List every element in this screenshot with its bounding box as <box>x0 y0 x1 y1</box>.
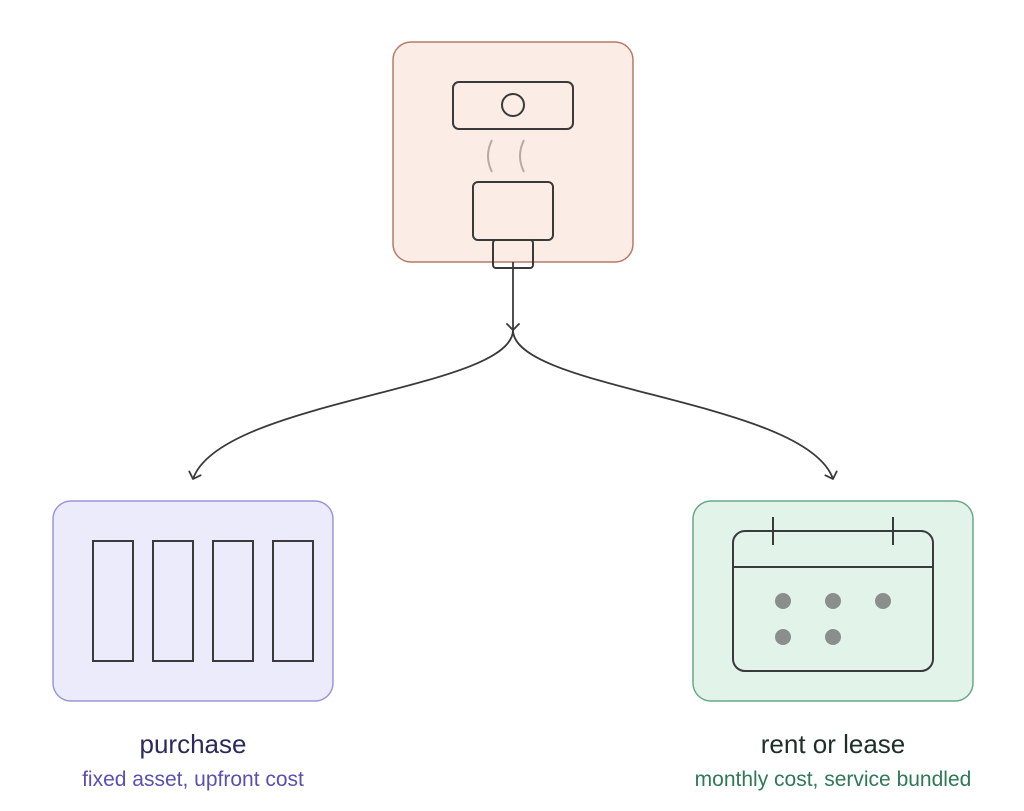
source-node <box>392 41 634 269</box>
purchase-subtitle: fixed asset, upfront cost <box>82 768 304 791</box>
battery-cells-icon <box>92 540 314 662</box>
charger-plug-icon <box>452 81 574 269</box>
arrow-to-lease <box>512 329 838 480</box>
calendar-icon <box>732 517 934 672</box>
purchase-title: purchase <box>139 729 247 759</box>
connectors <box>188 262 838 480</box>
lease-title: rent or lease <box>760 729 906 759</box>
purchase-node <box>52 500 334 702</box>
source-box <box>392 41 634 263</box>
arrow-to-purchase <box>188 329 514 480</box>
lease-subtitle: monthly cost, service bundled <box>694 768 972 791</box>
lease-node <box>692 500 974 702</box>
